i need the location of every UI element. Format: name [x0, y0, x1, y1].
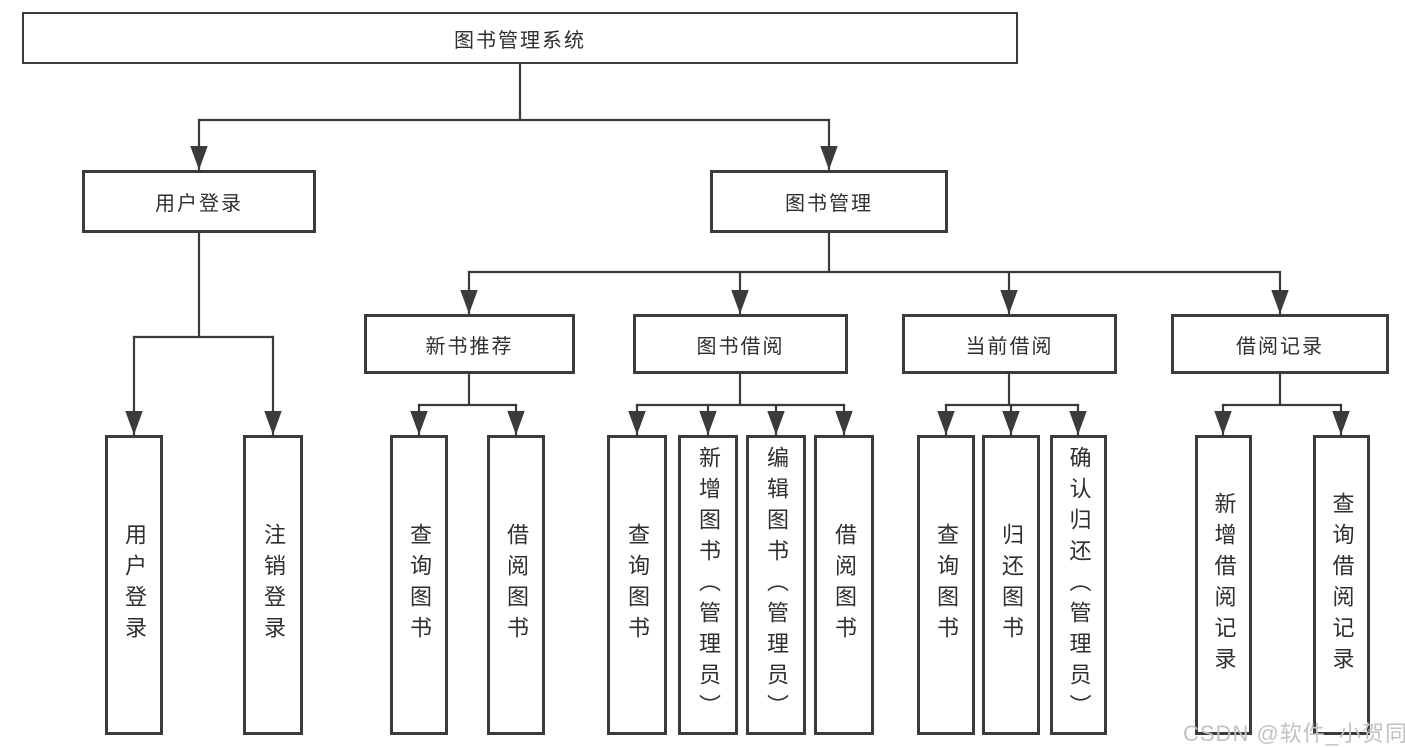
node-book-management: 图书管理: [710, 170, 948, 233]
leaf-logout: 注销登录: [243, 435, 303, 735]
leaf-currentborrow-confirm-return-admin: 确认归还（管理员）: [1050, 435, 1107, 735]
leaf-newbookrec-borrow-books: 借阅图书: [487, 435, 545, 735]
node-user-login: 用户登录: [82, 170, 316, 233]
csdn-watermark: CSDN @软件_小贺同学: [1183, 721, 1405, 746]
node-borrow-records: 借阅记录: [1171, 314, 1389, 374]
node-current-borrow: 当前借阅: [902, 314, 1117, 374]
node-root-library-system: 图书管理系统: [22, 12, 1018, 64]
leaf-bookborrow-edit-books-admin: 编辑图书（管理员）: [746, 435, 806, 735]
connector-newbookrec-bus: [417, 372, 518, 407]
leaf-user-login: 用户登录: [105, 435, 163, 735]
leaf-bookborrow-query-books: 查询图书: [607, 435, 667, 735]
leaf-records-query-record: 查询借阅记录: [1313, 435, 1370, 735]
connector-borrowrecords-bus: [1221, 372, 1343, 407]
leaf-newbookrec-query-books: 查询图书: [390, 435, 448, 735]
connector-userlogin-bus: [132, 231, 275, 339]
node-new-book-recommend: 新书推荐: [364, 314, 575, 374]
node-book-borrow: 图书借阅: [633, 314, 848, 374]
leaf-bookborrow-borrow-books: 借阅图书: [814, 435, 874, 735]
leaf-currentborrow-query-books: 查询图书: [917, 435, 975, 735]
connector-bookborrow-bus: [635, 372, 846, 407]
connector-root-bus: [197, 62, 831, 122]
leaf-bookborrow-add-books-admin: 新增图书（管理员）: [678, 435, 738, 735]
connector-currentborrow-bus: [944, 372, 1080, 407]
connector-bookmgmt-bus: [467, 231, 1282, 274]
leaf-currentborrow-return-books: 归还图书: [982, 435, 1040, 735]
leaf-records-add-record: 新增借阅记录: [1195, 435, 1252, 735]
